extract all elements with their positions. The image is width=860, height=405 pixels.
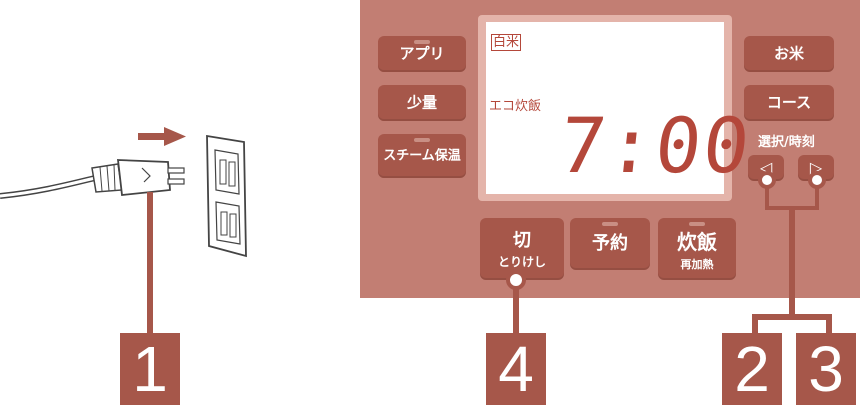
rice-button-label: お米 [773,44,804,63]
callout-circle-4 [506,270,526,290]
indicator-lamp [414,138,430,142]
callout-number-1: 1 [120,333,180,405]
plug-prong-bottom [167,178,185,185]
cancel-button[interactable]: 切 とりけし [480,218,564,280]
select-time-label: 選択/時刻 [758,135,815,150]
cook-button-label: 炊飯 [677,230,717,254]
cancel-button-sublabel: とりけし [497,255,546,269]
lcd-display [486,22,724,194]
course-button-label: コース [766,93,812,112]
lcd-course: エコ炊飯 [489,99,542,114]
insert-arrow [138,133,166,140]
indicator-lamp [414,40,430,44]
indicator-lamp [689,222,705,226]
callout-line-1 [147,192,153,335]
indicator-lamp [602,222,618,226]
rice-button[interactable]: お米 [744,36,834,72]
app-button[interactable]: アプリ [378,36,466,72]
timer-button[interactable]: 予約 [570,218,650,270]
plug-body [116,159,171,196]
steam-keep-warm-button[interactable]: スチーム保温 [378,134,466,178]
app-button-label: アプリ [399,44,445,63]
steam-keep-warm-button-label: スチーム保温 [383,148,461,164]
lcd-rice-mode: 白米 [491,34,522,51]
small-amount-button[interactable]: 少量 [378,85,466,121]
plug-prong-top [167,167,185,174]
callout-line-2-3-stem [789,208,795,318]
timer-button-label: 予約 [592,233,628,254]
cancel-button-label: 切 [513,230,531,251]
small-amount-button-label: 少量 [406,93,437,112]
callout-number-3: 3 [796,333,856,405]
course-button[interactable]: コース [744,85,834,121]
callout-circle-left-arrow [758,171,776,189]
callout-number-4: 4 [486,333,546,405]
cook-button-sublabel: 再加熱 [680,258,714,271]
callout-circle-right-arrow [808,171,826,189]
cook-button[interactable]: 炊飯 再加熱 [658,218,736,280]
callout-number-2: 2 [722,333,782,405]
callout-line-4 [513,286,519,334]
